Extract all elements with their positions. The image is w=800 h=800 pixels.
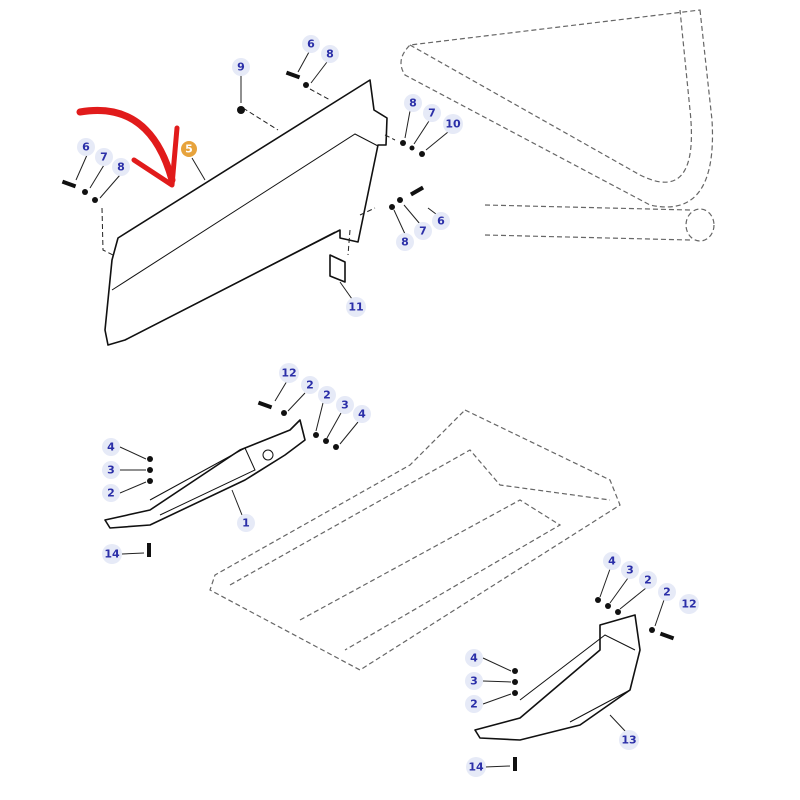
highlight-arrow bbox=[76, 107, 180, 188]
svg-text:8: 8 bbox=[401, 236, 409, 249]
callout-1[interactable]: 1 bbox=[237, 514, 255, 532]
callout-2[interactable]: 2 bbox=[465, 695, 483, 713]
callout-3[interactable]: 3 bbox=[621, 561, 639, 579]
svg-text:8: 8 bbox=[117, 161, 125, 174]
bracket-part-13 bbox=[474, 614, 641, 741]
svg-text:2: 2 bbox=[306, 379, 314, 392]
svg-text:6: 6 bbox=[307, 38, 315, 51]
svg-text:4: 4 bbox=[608, 555, 616, 568]
callout-8[interactable]: 8 bbox=[321, 45, 339, 63]
svg-text:9: 9 bbox=[237, 61, 245, 74]
svg-text:12: 12 bbox=[281, 367, 296, 380]
svg-text:14: 14 bbox=[104, 548, 120, 561]
svg-text:12: 12 bbox=[681, 598, 696, 611]
svg-text:2: 2 bbox=[107, 487, 115, 500]
callout-6[interactable]: 6 bbox=[77, 138, 95, 156]
callout-4[interactable]: 4 bbox=[603, 552, 621, 570]
callout-2[interactable]: 2 bbox=[301, 376, 319, 394]
svg-text:2: 2 bbox=[323, 389, 331, 402]
svg-text:3: 3 bbox=[626, 564, 634, 577]
callout-2[interactable]: 2 bbox=[658, 583, 676, 601]
callout-14[interactable]: 14 bbox=[102, 544, 122, 564]
svg-text:6: 6 bbox=[82, 141, 90, 154]
callout-3[interactable]: 3 bbox=[336, 396, 354, 414]
svg-text:2: 2 bbox=[470, 698, 478, 711]
svg-text:7: 7 bbox=[100, 151, 108, 164]
callout-13[interactable]: 13 bbox=[619, 730, 639, 750]
hardware-bolts-washers bbox=[61, 70, 425, 210]
callout-12[interactable]: 12 bbox=[679, 594, 699, 614]
callout-14[interactable]: 14 bbox=[466, 757, 486, 777]
svg-text:2: 2 bbox=[644, 574, 652, 587]
svg-text:13: 13 bbox=[621, 734, 636, 747]
svg-text:3: 3 bbox=[470, 675, 478, 688]
callout-2[interactable]: 2 bbox=[318, 386, 336, 404]
svg-text:7: 7 bbox=[428, 107, 436, 120]
svg-text:4: 4 bbox=[107, 441, 115, 454]
callout-7[interactable]: 7 bbox=[95, 148, 113, 166]
svg-text:1: 1 bbox=[242, 517, 250, 530]
svg-text:14: 14 bbox=[468, 761, 484, 774]
callout-8[interactable]: 8 bbox=[404, 94, 422, 112]
hardware-lower bbox=[147, 400, 675, 771]
svg-text:4: 4 bbox=[358, 408, 366, 421]
svg-text:5: 5 bbox=[185, 143, 193, 156]
svg-text:2: 2 bbox=[663, 586, 671, 599]
callout-6[interactable]: 6 bbox=[302, 35, 320, 53]
callout-4[interactable]: 4 bbox=[465, 649, 483, 667]
callout-2[interactable]: 2 bbox=[639, 571, 657, 589]
callout-3[interactable]: 3 bbox=[465, 672, 483, 690]
callout-12[interactable]: 12 bbox=[279, 363, 299, 383]
svg-text:6: 6 bbox=[437, 215, 445, 228]
svg-text:8: 8 bbox=[409, 97, 417, 110]
callout-3[interactable]: 3 bbox=[102, 461, 120, 479]
callout-7[interactable]: 7 bbox=[423, 104, 441, 122]
svg-text:11: 11 bbox=[348, 301, 363, 314]
skid-frame-ghost bbox=[209, 409, 621, 671]
svg-text:3: 3 bbox=[107, 464, 115, 477]
callout-5-highlighted[interactable]: 5 bbox=[181, 141, 197, 157]
callout-7[interactable]: 7 bbox=[414, 222, 432, 240]
callout-11[interactable]: 11 bbox=[346, 297, 366, 317]
svg-text:10: 10 bbox=[445, 118, 461, 131]
callout-10[interactable]: 10 bbox=[443, 114, 463, 134]
cover-panel-part-5 bbox=[104, 79, 388, 346]
callout-4[interactable]: 4 bbox=[102, 438, 120, 456]
callout-4[interactable]: 4 bbox=[353, 405, 371, 423]
callout-6[interactable]: 6 bbox=[432, 212, 450, 230]
svg-text:7: 7 bbox=[419, 225, 427, 238]
callout-8[interactable]: 8 bbox=[112, 158, 130, 176]
svg-text:8: 8 bbox=[326, 48, 334, 61]
frame-tube-ghost bbox=[400, 9, 715, 242]
bracket-part-1 bbox=[104, 419, 306, 529]
callout-8[interactable]: 8 bbox=[396, 233, 414, 251]
callout-9[interactable]: 9 bbox=[232, 58, 250, 76]
svg-text:3: 3 bbox=[341, 399, 349, 412]
svg-text:4: 4 bbox=[470, 652, 478, 665]
callout-2[interactable]: 2 bbox=[102, 484, 120, 502]
